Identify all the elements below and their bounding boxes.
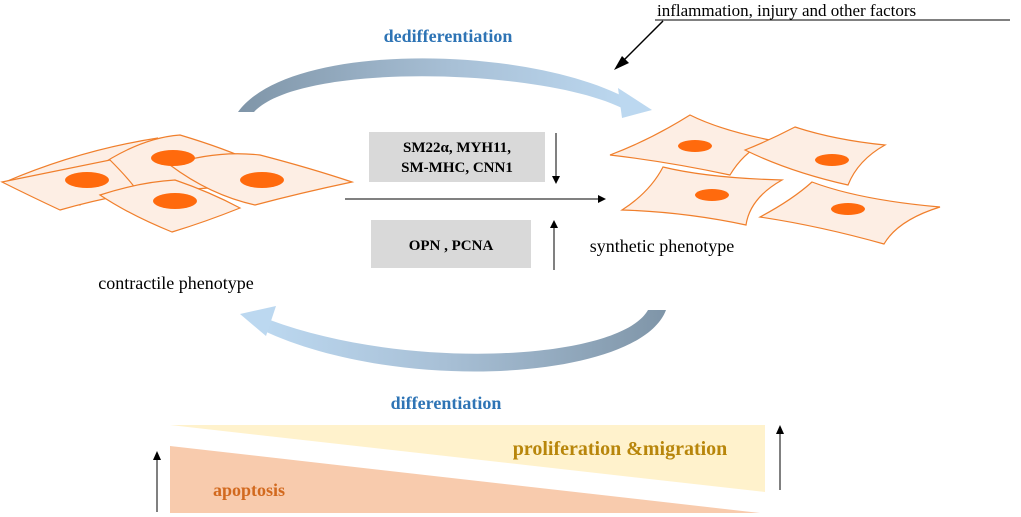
upregulated-markers: OPN , PCNA — [371, 220, 558, 270]
markers-down-line1: SM22α, MYH11, — [403, 140, 511, 156]
arrow-right-icon — [598, 195, 606, 203]
factors-annotation: inflammation, injury and other factors — [614, 1, 1010, 70]
apoptosis-wedge — [170, 446, 760, 513]
synthetic-phenotype-label: synthetic phenotype — [590, 236, 734, 256]
nucleus — [153, 193, 197, 209]
synthetic-cell-2 — [743, 126, 887, 186]
nucleus — [695, 189, 729, 201]
proliferation-label: proliferation &migration — [513, 438, 728, 460]
apoptosis-label: apoptosis — [213, 480, 285, 500]
marker-box-down — [369, 132, 545, 182]
nucleus — [65, 172, 109, 188]
nucleus — [151, 150, 195, 166]
differentiation-arrow — [240, 306, 666, 372]
arrow-up-icon — [153, 451, 161, 460]
factors-label: inflammation, injury and other factors — [657, 1, 916, 20]
arrow-up-icon — [550, 220, 558, 228]
dedifferentiation-arrow — [238, 58, 652, 118]
marker-box-up — [371, 220, 531, 268]
nucleus — [240, 172, 284, 188]
differentiation-label: differentiation — [391, 393, 502, 413]
proliferation-wedge — [170, 425, 765, 492]
arrow-down-left-icon — [614, 56, 629, 70]
nucleus — [815, 154, 849, 166]
contractile-phenotype-label: contractile phenotype — [98, 273, 253, 293]
nucleus — [831, 203, 865, 215]
arrow-down-icon — [552, 176, 560, 184]
nucleus — [678, 140, 712, 152]
apoptosis-wedge-group: apoptosis — [153, 446, 760, 513]
proliferation-wedge-group: proliferation &migration — [170, 425, 784, 492]
markers-down-line2: SM-MHC, CNN1 — [401, 160, 513, 176]
synthetic-cells — [609, 114, 941, 245]
dedifferentiation-label: dedifferentiation — [384, 26, 513, 46]
downregulated-markers: SM22α, MYH11, SM-MHC, CNN1 — [369, 132, 560, 184]
arrow-up-icon — [776, 425, 784, 434]
central-arrow — [345, 195, 606, 203]
markers-up: OPN , PCNA — [409, 238, 494, 254]
contractile-cells — [0, 134, 355, 233]
